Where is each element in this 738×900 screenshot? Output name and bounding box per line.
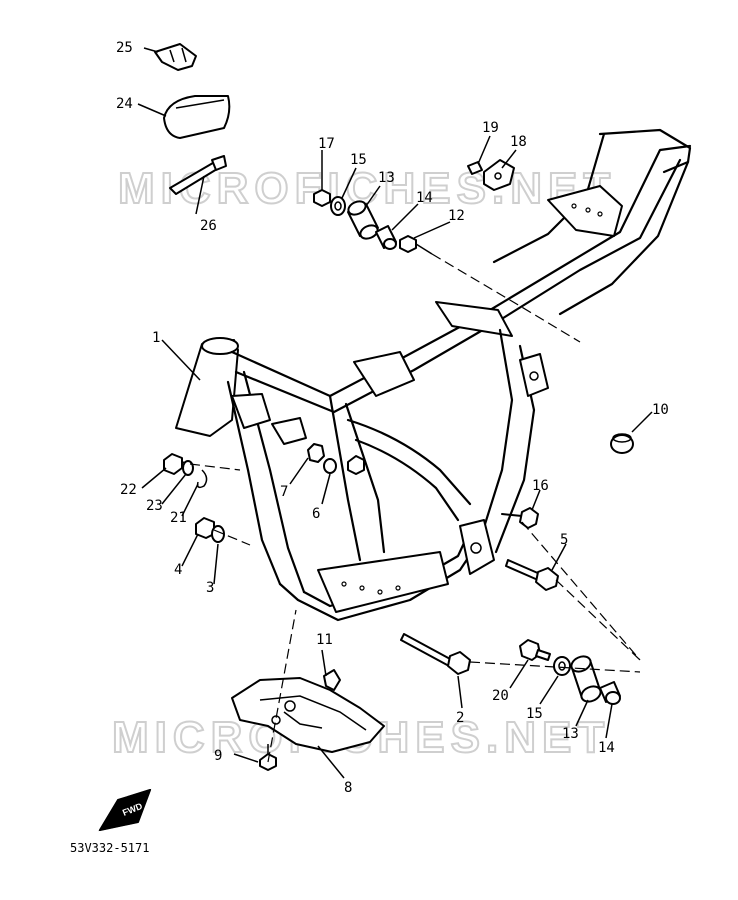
part-13-collar-lower[interactable] — [569, 654, 603, 705]
callout-23: 23 — [146, 498, 163, 514]
callout-13: 13 — [378, 170, 395, 186]
part-2-bolt[interactable] — [400, 633, 471, 675]
callout-21: 21 — [170, 510, 187, 526]
part-12-bolt[interactable] — [399, 235, 433, 255]
part-14-collar[interactable] — [375, 225, 397, 250]
callout-7: 7 — [280, 484, 288, 500]
part-19-bolt[interactable] — [467, 161, 483, 175]
callout-14: 14 — [416, 190, 433, 206]
part-24-pad[interactable] — [163, 95, 231, 139]
part-14-collar-lower[interactable] — [599, 681, 621, 705]
callout-11: 11 — [316, 632, 333, 648]
callout-5: 5 — [560, 532, 568, 548]
part-1-frame[interactable] — [175, 128, 692, 622]
part-17-nut[interactable] — [313, 189, 331, 207]
callout-4: 4 — [174, 562, 182, 578]
callout-12: 12 — [448, 208, 465, 224]
part-15-washer[interactable] — [330, 196, 346, 216]
callout-3: 3 — [206, 580, 214, 596]
part-10-cap[interactable] — [610, 433, 634, 454]
callout-10: 10 — [652, 402, 669, 418]
callout-18: 18 — [510, 134, 527, 150]
part-13-collar[interactable] — [346, 199, 379, 241]
callout-26: 26 — [200, 218, 217, 234]
part-15-washer-lower[interactable] — [553, 656, 571, 676]
fwd-arrow: FWD — [98, 788, 152, 832]
part-25-clip[interactable] — [154, 43, 197, 71]
callout-8: 8 — [344, 780, 352, 796]
part-20-bolt[interactable] — [519, 639, 551, 661]
callout-15-lower: 15 — [526, 706, 543, 722]
part-23-washer[interactable] — [182, 460, 194, 476]
part-21-clip[interactable] — [196, 469, 208, 489]
part-18-bracket[interactable] — [483, 159, 515, 191]
callout-20: 20 — [492, 688, 509, 704]
callout-19: 19 — [482, 120, 499, 136]
part-7-nut[interactable] — [307, 443, 325, 463]
callout-24: 24 — [116, 96, 133, 112]
diagram-code: 53V332-5171 — [70, 841, 149, 855]
callout-16: 16 — [532, 478, 549, 494]
callout-1: 1 — [152, 330, 160, 346]
callout-17: 17 — [318, 136, 335, 152]
callout-9: 9 — [214, 748, 222, 764]
callout-15: 15 — [350, 152, 367, 168]
part-26-band[interactable] — [169, 155, 227, 195]
part-5-bolt[interactable] — [505, 559, 559, 591]
part-16-bolt[interactable] — [501, 507, 539, 529]
callout-25: 25 — [116, 40, 133, 56]
callout-22: 22 — [120, 482, 137, 498]
callout-14-lower: 14 — [598, 740, 615, 756]
part-6-nut[interactable] — [347, 455, 365, 475]
callout-2: 2 — [456, 710, 464, 726]
part-6-washer[interactable] — [323, 458, 337, 474]
callout-6: 6 — [312, 506, 320, 522]
part-11-bracket[interactable] — [323, 669, 341, 691]
callout-13-lower: 13 — [562, 726, 579, 742]
